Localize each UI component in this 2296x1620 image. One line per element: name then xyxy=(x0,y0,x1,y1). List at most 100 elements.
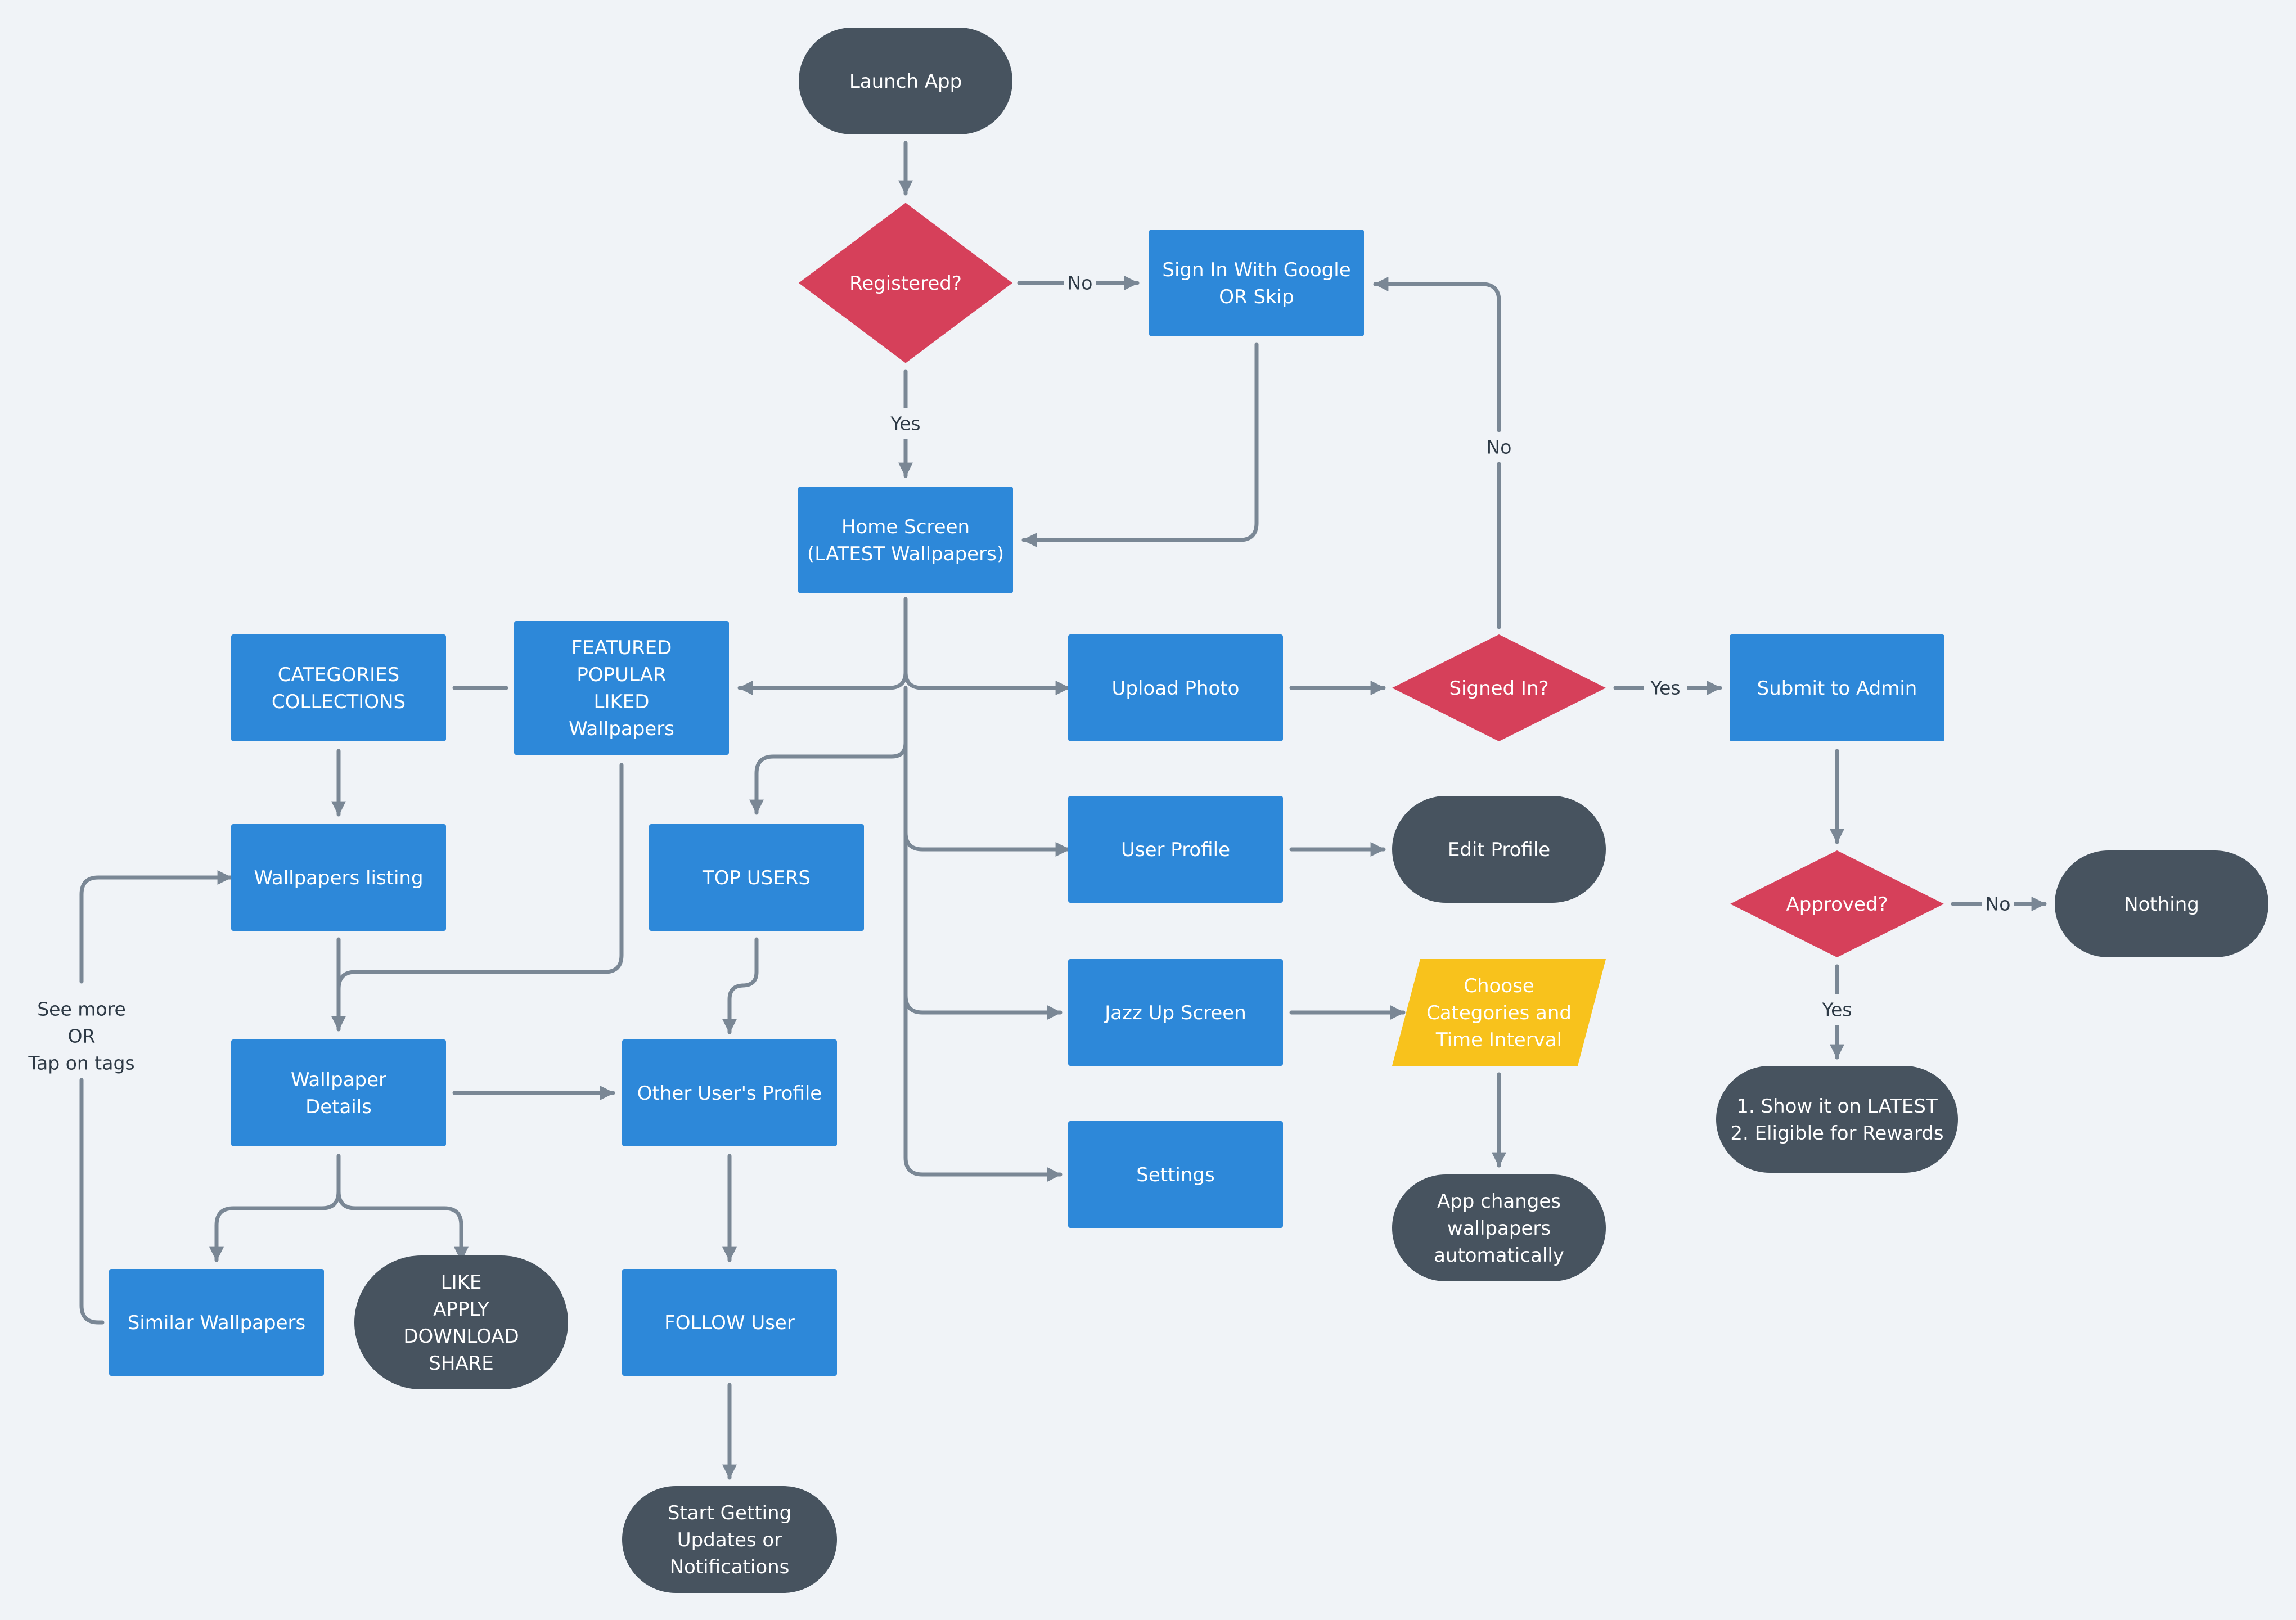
node-top-users-label: TOP USERS xyxy=(702,867,811,889)
node-app-changes-shape xyxy=(1392,1174,1606,1281)
node-jazz-up-label: Jazz Up Screen xyxy=(1104,1002,1246,1024)
node-user-profile: User Profile xyxy=(1068,796,1283,903)
node-signed-in-shape xyxy=(1392,634,1606,741)
connector-signed-in-no-to-sign-in xyxy=(1375,284,1501,629)
node-categories-shape xyxy=(231,634,446,741)
edge-label-approved-yes-text: Yes xyxy=(1821,999,1852,1021)
edge-label-approved-no-bg xyxy=(1982,889,2014,919)
edge-label-approved-no-text: No xyxy=(1986,893,2011,915)
connector-home-to-top-users xyxy=(749,686,908,815)
node-sign-in-shape xyxy=(1149,230,1364,336)
edge-label-registered-yes: Yes xyxy=(884,408,927,439)
node-follow-user-label: FOLLOW User xyxy=(664,1312,795,1334)
node-home-screen: Home Screen(LATEST Wallpapers) xyxy=(798,487,1013,593)
connector-home-to-settings xyxy=(903,993,1063,1182)
edge-label-registered-yes-bg xyxy=(884,408,927,439)
edge-label-see-more-bg xyxy=(15,994,148,1078)
node-other-profile-shape xyxy=(622,1040,837,1146)
node-like-apply-shape xyxy=(354,1256,568,1389)
node-other-profile-label: Other User's Profile xyxy=(637,1082,822,1105)
edge-label-signed-in-yes: Yes xyxy=(1644,673,1687,703)
edge-label-signed-in-no-text: No xyxy=(1487,436,1512,458)
edge-label-registered-no-text: No xyxy=(1068,272,1093,294)
edge-label-signed-in-no: No xyxy=(1483,432,1515,462)
node-settings-shape xyxy=(1068,1121,1283,1228)
connector-home-to-user-profile xyxy=(903,740,1071,857)
node-submit-admin-label: Submit to Admin xyxy=(1757,677,1917,700)
node-submit-admin: Submit to Admin xyxy=(1730,634,1944,741)
node-launch-app: Launch App xyxy=(799,28,1012,134)
node-similar-wallpapers-label: Similar Wallpapers xyxy=(128,1312,305,1334)
node-wallpapers-listing-shape xyxy=(231,824,446,931)
node-registered: Registered? xyxy=(799,202,1012,363)
node-top-users: TOP USERS xyxy=(649,824,864,931)
node-edit-profile-label: Edit Profile xyxy=(1448,839,1550,861)
node-jazz-up-shape xyxy=(1068,959,1283,1066)
node-approved-label: Approved? xyxy=(1786,893,1888,916)
node-signed-in-label: Signed In? xyxy=(1449,677,1548,700)
node-wallpaper-details-shape xyxy=(231,1040,446,1146)
node-wallpapers-listing: Wallpapers listing xyxy=(231,824,446,931)
node-upload-photo: Upload Photo xyxy=(1068,634,1283,741)
node-signed-in: Signed In? xyxy=(1392,634,1606,741)
node-approved: Approved? xyxy=(1730,850,1944,957)
node-user-profile-label: User Profile xyxy=(1121,839,1230,861)
node-settings: Settings xyxy=(1068,1121,1283,1228)
connector-top-users-to-other-profile xyxy=(722,937,759,1034)
edge-label-approved-no: No xyxy=(1982,889,2014,919)
node-top-users-shape xyxy=(649,824,864,931)
edge-label-signed-in-yes-bg xyxy=(1644,673,1687,703)
node-settings-label: Settings xyxy=(1136,1164,1214,1186)
node-registered-label: Registered? xyxy=(849,272,962,295)
node-launch-app-label: Launch App xyxy=(849,70,962,93)
connector-home-to-featured xyxy=(737,597,908,695)
node-home-screen-shape xyxy=(798,487,1013,593)
node-approved-shape xyxy=(1730,850,1944,957)
node-upload-photo-shape xyxy=(1068,634,1283,741)
node-home-screen-label: Home Screen(LATEST Wallpapers) xyxy=(807,516,1004,565)
edge-label-registered-yes-text: Yes xyxy=(890,413,920,435)
connector-home-to-jazz-up xyxy=(903,830,1063,1020)
node-similar-wallpapers: Similar Wallpapers xyxy=(109,1269,324,1376)
connector-similar-to-listing xyxy=(79,878,231,1325)
node-other-profile: Other User's Profile xyxy=(622,1040,837,1146)
node-start-updates-shape xyxy=(622,1486,837,1593)
node-registered-shape xyxy=(799,202,1012,363)
node-edit-profile-shape xyxy=(1392,796,1606,903)
node-nothing-shape xyxy=(2055,850,2268,957)
node-user-profile-shape xyxy=(1068,796,1283,903)
edge-label-registered-no: No xyxy=(1064,268,1096,298)
edge-label-signed-in-yes-text: Yes xyxy=(1650,677,1680,699)
connector-home-to-upload xyxy=(903,670,1071,695)
node-follow-user-shape xyxy=(622,1269,837,1376)
edge-label-approved-yes: Yes xyxy=(1816,994,1858,1025)
node-nothing: Nothing xyxy=(2055,850,2268,957)
connector-details-to-similar xyxy=(209,1154,341,1262)
node-follow-user: FOLLOW User xyxy=(622,1269,837,1376)
node-choose-categories-shape xyxy=(1392,959,1606,1066)
node-edit-profile: Edit Profile xyxy=(1392,796,1606,903)
node-upload-photo-label: Upload Photo xyxy=(1112,677,1240,700)
